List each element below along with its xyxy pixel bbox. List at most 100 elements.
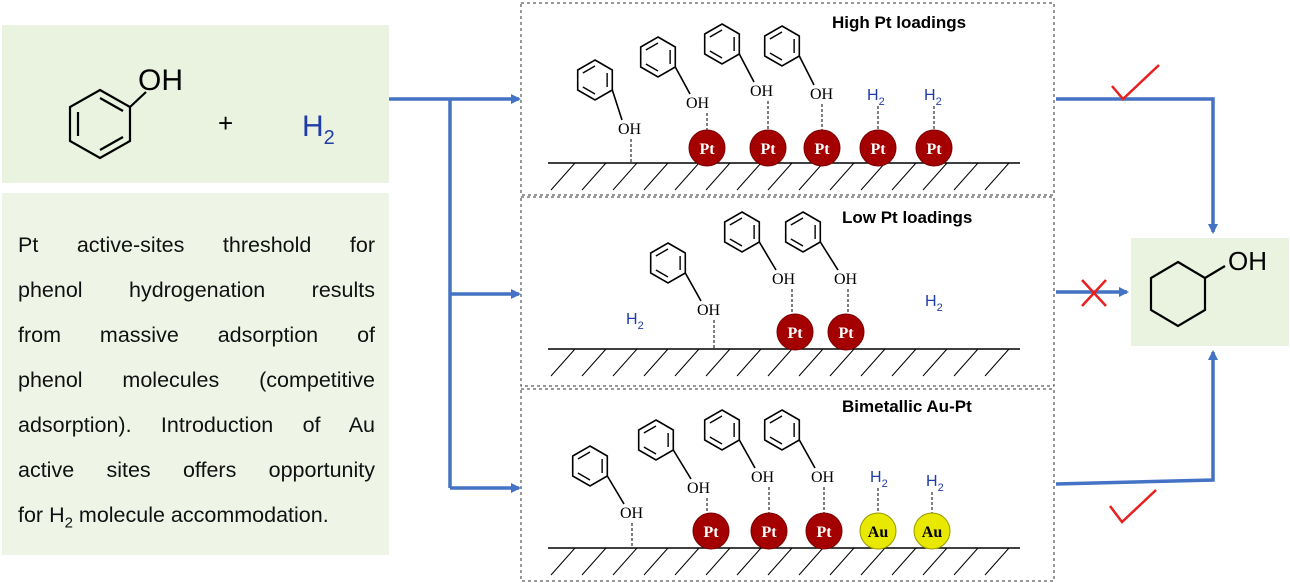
oh-label: OH xyxy=(751,469,775,486)
phenol-ring-bond xyxy=(709,415,723,424)
phenol-structure xyxy=(68,88,147,160)
phenol-ring-bond xyxy=(709,29,723,38)
description-line: adsorption). Introduction of Au xyxy=(18,413,375,437)
au-label: Au xyxy=(922,524,943,541)
phenol-co-bond xyxy=(798,55,815,86)
pt-site xyxy=(749,129,787,167)
h2-label: H2 xyxy=(924,87,942,108)
phenol-co-bond xyxy=(611,89,623,121)
surface-hatch xyxy=(984,348,1010,377)
surface-hatch xyxy=(550,162,576,191)
surface-hatch xyxy=(860,547,886,576)
pt-site xyxy=(827,313,865,351)
surface-hatch xyxy=(736,348,762,377)
surface-hatch xyxy=(581,162,607,191)
panel-high-pt xyxy=(520,2,1055,196)
h2-label: H2 xyxy=(926,473,944,494)
pt-site xyxy=(688,129,726,167)
phenol-ring xyxy=(784,211,822,253)
h2-label: H2 xyxy=(870,469,888,490)
phenol-ring xyxy=(571,445,609,487)
phenol-ring-bond xyxy=(645,42,659,51)
phenol-oh-label: OH xyxy=(138,64,183,97)
surface-hatch xyxy=(798,547,824,576)
surface-hatch xyxy=(705,162,731,191)
surface-hatch xyxy=(922,348,948,377)
surface-hatch xyxy=(643,348,669,377)
phenol-ring-bond xyxy=(582,65,596,74)
surface-hatch xyxy=(953,547,979,576)
description-box: Pt active-sites threshold for phenol hyd… xyxy=(2,193,389,555)
phenol-ring xyxy=(576,59,614,101)
cyclohexanol-structure xyxy=(1149,260,1226,328)
pt-site xyxy=(692,512,730,550)
phenol-ring xyxy=(763,25,801,67)
phenol-co-bond xyxy=(606,475,625,505)
surface-hatch xyxy=(891,348,917,377)
phenol-ring-bond xyxy=(655,269,669,278)
surface-hatch xyxy=(953,348,979,377)
surface-hatch xyxy=(550,348,576,377)
au-site xyxy=(859,512,897,550)
oh-label: OH xyxy=(750,83,774,100)
phenol-ring-bond xyxy=(769,52,783,61)
hydrogen-label: H2 xyxy=(302,110,335,149)
surface-hatch xyxy=(612,547,638,576)
pt-site xyxy=(805,512,843,550)
oh-label: OH xyxy=(810,86,834,103)
phenol-ring-bond xyxy=(769,415,783,424)
phenol-co-bond xyxy=(738,53,755,83)
surface-hatch xyxy=(767,547,793,576)
phenol-ring-bond xyxy=(582,86,596,95)
phenol-co-bond xyxy=(798,439,816,469)
plus-sign: + xyxy=(218,108,233,138)
phenol-ring-bond xyxy=(729,217,743,226)
surface-hatch xyxy=(674,162,700,191)
phenol-ring xyxy=(703,23,741,65)
pt-label: Pt xyxy=(926,141,942,158)
pt-label: Pt xyxy=(814,141,830,158)
pt-site xyxy=(803,129,841,167)
surface-hatch xyxy=(581,547,607,576)
surface-hatch xyxy=(829,547,855,576)
surface-hatch xyxy=(705,348,731,377)
phenol-co-bond xyxy=(738,439,756,469)
description-line: active sites offers opportunity xyxy=(18,458,375,482)
oh-label: OH xyxy=(772,271,796,288)
phenol-ring xyxy=(639,36,677,78)
phenol-ring-bond xyxy=(790,217,804,226)
oh-label: OH xyxy=(697,302,721,319)
surface-hatch xyxy=(829,162,855,191)
au-label: Au xyxy=(868,524,889,541)
h2-label: H2 xyxy=(867,87,885,108)
phenol-ring-bond xyxy=(577,451,591,460)
phenol-co-bond xyxy=(758,241,777,271)
surface-hatch xyxy=(674,348,700,377)
surface-hatch xyxy=(922,547,948,576)
flow-lines xyxy=(389,94,1218,493)
phenol-ring xyxy=(723,211,761,253)
surface-hatch xyxy=(922,162,948,191)
description-line: from massive adsorption of xyxy=(18,323,375,347)
surface-hatch xyxy=(550,547,576,576)
phenol-ring-bond xyxy=(729,238,743,247)
phenol-co-bond xyxy=(819,241,839,271)
surface-hatch xyxy=(612,348,638,377)
pt-label: Pt xyxy=(816,524,832,541)
pt-label: Pt xyxy=(761,524,777,541)
phenol-ring-bond xyxy=(769,31,783,40)
pt-label: Pt xyxy=(703,524,719,541)
phenol-ring-bond xyxy=(643,446,657,455)
surface-hatch xyxy=(860,162,886,191)
panel-title-low-pt: Low Pt loadings xyxy=(842,208,972,227)
phenol-co-bond xyxy=(674,66,691,95)
pt-label: Pt xyxy=(787,325,803,342)
description-line: Pt active-sites threshold for xyxy=(18,233,375,257)
panel-title-high-pt: High Pt loadings xyxy=(832,13,966,32)
oh-label: OH xyxy=(834,271,858,288)
pt-label: Pt xyxy=(699,141,715,158)
description-line: phenol hydrogenation results xyxy=(18,278,375,302)
oh-label: OH xyxy=(620,505,644,522)
surface-hatch xyxy=(612,162,638,191)
